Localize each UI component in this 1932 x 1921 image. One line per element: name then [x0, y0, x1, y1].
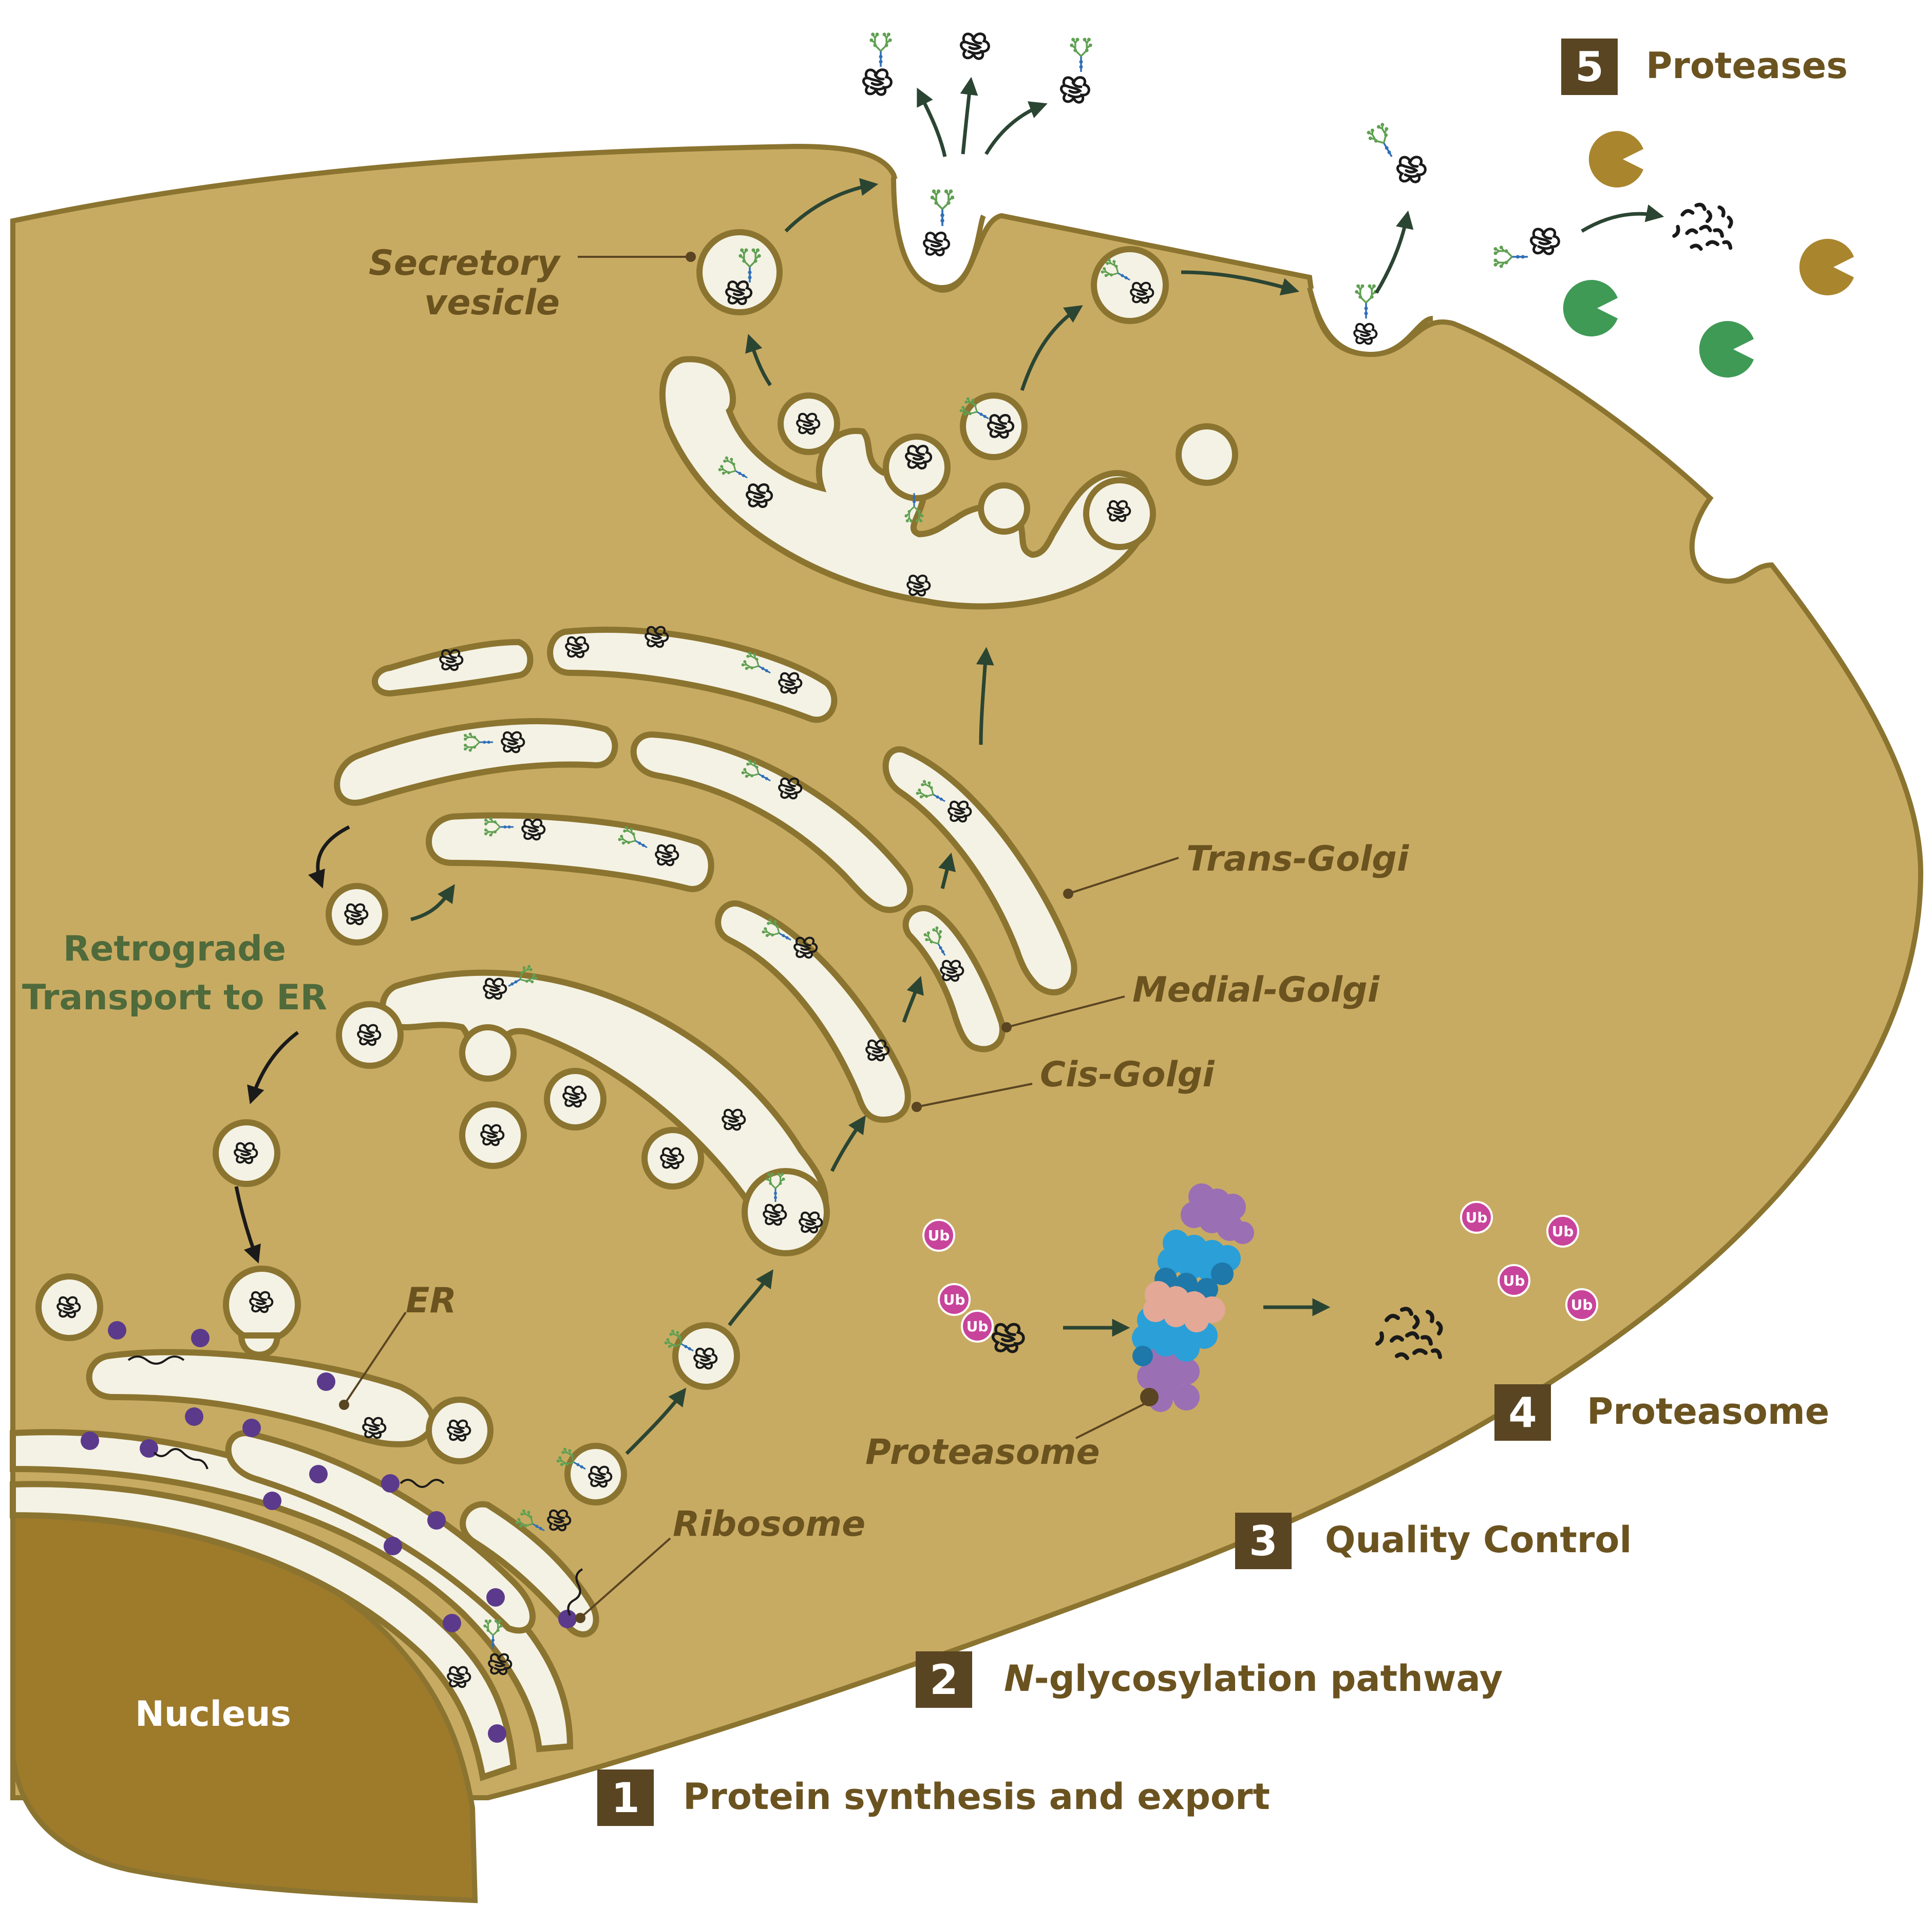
trans-golgi-label: Trans-Golgi: [1186, 839, 1410, 879]
proteasome: [1132, 1183, 1254, 1412]
protease-green: [1699, 321, 1754, 378]
er-label: ER: [406, 1280, 457, 1321]
secretory-vesicle-label: Secretory: [369, 243, 561, 284]
step-2: 2 N-glycosylation pathway: [916, 1651, 1503, 1708]
cis-golgi-label: Cis-Golgi: [1040, 1054, 1215, 1095]
substrate-protein: [1492, 229, 1559, 269]
svg-text:Ub: Ub: [1466, 1209, 1488, 1226]
ubiquitin-tag: Ub: [1546, 1215, 1579, 1248]
released-proteins: [863, 31, 1425, 182]
svg-text:Ub: Ub: [1571, 1296, 1593, 1313]
svg-text:N-glycosylation pathway: N-glycosylation pathway: [1004, 1658, 1503, 1700]
ribosome-label: Ribosome: [673, 1504, 865, 1545]
leader-lines: [339, 252, 1179, 1623]
protease-gold: [1588, 130, 1643, 187]
svg-text:Ub: Ub: [928, 1227, 950, 1244]
svg-text:Ub: Ub: [1503, 1272, 1525, 1289]
proteasome-label: Proteasome: [865, 1432, 1100, 1473]
secretory-vesicle-label-2: vesicle: [424, 282, 560, 323]
trans-golgi-network: [659, 356, 1238, 610]
retrograde-label-2: Transport to ER: [22, 977, 327, 1018]
step-5: 5 Proteases: [1561, 39, 1848, 95]
ubiquitin-tag: Ub: [1498, 1264, 1530, 1297]
ubiquitin-tag: Ub: [922, 1219, 955, 1252]
svg-text:Ub: Ub: [1552, 1223, 1574, 1240]
svg-text:5: 5: [1575, 43, 1604, 91]
endoplasmic-reticulum: [10, 1266, 599, 1781]
peptide-fragments-protease: [1674, 204, 1731, 249]
medial-golgi-label: Medial-Golgi: [1132, 970, 1380, 1010]
ubiquitin-tag: Ub: [1460, 1201, 1493, 1234]
retrograde-label: Retrograde: [63, 929, 286, 969]
flow-arrows: [234, 77, 1664, 1455]
secretory-vesicles: [696, 229, 1169, 324]
ubiquitin-tag: Ub: [1565, 1288, 1598, 1321]
svg-text:Proteasome: Proteasome: [1587, 1390, 1829, 1433]
ubiquitin-tag: Ub: [961, 1310, 994, 1343]
svg-text:Ub: Ub: [967, 1318, 989, 1335]
golgi-cisternae: [334, 627, 1077, 1123]
transport-vesicles: [35, 883, 740, 1505]
svg-text:4: 4: [1508, 1389, 1537, 1437]
step-1: 1 Protein synthesis and export: [597, 1769, 1270, 1826]
svg-text:2: 2: [930, 1656, 958, 1704]
ubiquitin-tags: Ub Ub Ub Ub Ub Ub Ub: [922, 1201, 1598, 1343]
svg-text:Protein synthesis and export: Protein synthesis and export: [683, 1776, 1270, 1818]
protease-gold: [1799, 239, 1854, 295]
svg-text:Ub: Ub: [943, 1291, 965, 1308]
proteases: [1563, 130, 1854, 378]
step-3: 3 Quality Control: [1235, 1513, 1632, 1569]
svg-text:1: 1: [611, 1774, 640, 1822]
svg-text:Proteases: Proteases: [1646, 45, 1848, 87]
ribosomes: [81, 1321, 583, 1743]
nucleus-label: Nucleus: [135, 1694, 291, 1735]
step-4: 4 Proteasome: [1494, 1384, 1829, 1441]
ubiquitin-tag: Ub: [938, 1283, 971, 1316]
svg-text:3: 3: [1249, 1517, 1278, 1565]
protease-green: [1563, 280, 1618, 336]
svg-text:Quality Control: Quality Control: [1325, 1519, 1632, 1561]
